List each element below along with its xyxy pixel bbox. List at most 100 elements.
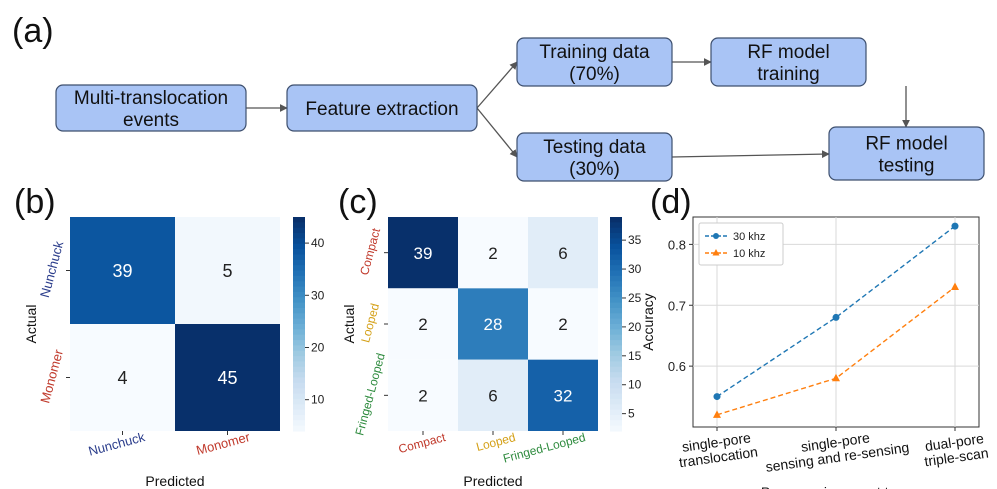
cell-value: 6 xyxy=(488,386,497,405)
colorbar-segment xyxy=(293,265,305,272)
colorbar-segment xyxy=(293,286,305,293)
colorbar-segment xyxy=(610,275,622,282)
panel-label-c: (c) xyxy=(338,183,378,221)
colorbar-segment xyxy=(610,329,622,336)
heatmap-cell xyxy=(528,288,598,360)
panel-label-a: (a) xyxy=(12,12,54,50)
heatmap-cell xyxy=(175,217,280,324)
colorbar-segment xyxy=(293,291,305,298)
colorbar-segment xyxy=(610,377,622,384)
colorbar-segment xyxy=(293,281,305,288)
colorbar-segment xyxy=(610,227,622,234)
data-point xyxy=(713,393,721,401)
flow-box-label: RF model xyxy=(747,42,829,63)
colorbar-segment xyxy=(293,329,305,336)
colorbar-segment xyxy=(610,414,622,421)
flowchart-arrows xyxy=(246,58,910,159)
colorbar-segment xyxy=(610,259,622,266)
flow-box-label: testing xyxy=(879,156,935,177)
colorbar-segment xyxy=(610,340,622,346)
colorbar-segment xyxy=(293,393,305,400)
colorbar-segment xyxy=(293,259,305,266)
flow-box-label: (70%) xyxy=(569,64,620,85)
colorbar-segment xyxy=(293,404,305,411)
colorbar-segment xyxy=(293,249,305,256)
cell-value: 39 xyxy=(112,261,132,281)
x-tick-label: Compact xyxy=(397,430,448,456)
cell-value: 2 xyxy=(418,386,427,405)
colorbar-segment xyxy=(610,382,622,389)
cell-value: 39 xyxy=(414,244,433,263)
colorbar-segment xyxy=(610,372,622,379)
colorbar-segment xyxy=(610,425,622,432)
colorbar-segment xyxy=(610,366,622,373)
legend-label: 30 khz xyxy=(733,231,765,243)
y-tick-label: Compact xyxy=(357,226,383,277)
flow-arrow xyxy=(476,61,518,109)
colorbar-segment xyxy=(610,297,622,304)
colorbar-segment xyxy=(293,243,305,250)
flow-box-multi xyxy=(55,84,247,132)
heatmap-cell xyxy=(70,324,175,431)
colorbar-segment xyxy=(293,350,305,357)
heatmap-cell xyxy=(528,359,598,431)
colorbar-segment xyxy=(293,254,305,261)
series-line xyxy=(716,225,956,398)
flow-box-label: Testing data xyxy=(543,137,646,158)
colorbar-segment xyxy=(293,318,305,325)
flow-box-label: Training data xyxy=(539,42,650,63)
colorbar-segment xyxy=(293,238,305,245)
heatmap-cell xyxy=(458,359,528,431)
colorbar-tick-label: 20 xyxy=(628,320,642,334)
colorbar-segment xyxy=(610,334,622,341)
data-point xyxy=(951,222,959,230)
colorbar-tick-label: 10 xyxy=(311,393,325,407)
colorbar-segment xyxy=(293,227,305,234)
cell-value: 5 xyxy=(222,261,232,281)
flow-box-rftest xyxy=(828,126,985,181)
colorbar-segment xyxy=(293,388,305,395)
colorbar-segment xyxy=(293,302,305,309)
legend-label: 10 khz xyxy=(733,248,765,260)
colorbar-segment xyxy=(293,313,305,320)
y-tick-label: 0.8 xyxy=(668,237,686,252)
flow-box-label: events xyxy=(123,110,179,131)
x-axis-title: Predicted xyxy=(463,473,522,489)
legend-box xyxy=(698,222,784,266)
colorbar-segment xyxy=(610,254,622,261)
colorbar-segment xyxy=(293,297,305,304)
colorbar-segment xyxy=(610,217,622,223)
colorbar-segment xyxy=(610,281,622,288)
cell-value: 2 xyxy=(418,315,427,334)
y-tick-label: 0.6 xyxy=(668,359,686,374)
colorbar-segment xyxy=(610,302,622,309)
colorbar-segment xyxy=(293,270,305,277)
colorbar-segment xyxy=(610,324,622,330)
colorbar-segment xyxy=(293,356,305,363)
colorbar-segment xyxy=(610,350,622,357)
colorbar-segment xyxy=(610,222,622,229)
colorbar-segment xyxy=(610,243,622,250)
flow-arrow xyxy=(476,107,518,158)
flow-box-label: Feature extraction xyxy=(305,99,458,120)
y-tick-label: Looped xyxy=(358,302,382,344)
data-point xyxy=(832,373,840,382)
colorbar-segment xyxy=(610,307,622,314)
colorbar-segment xyxy=(610,345,622,352)
heatmap-cell xyxy=(70,217,175,324)
colorbar-segment xyxy=(293,377,305,384)
colorbar-segment xyxy=(610,291,622,298)
colorbar-segment xyxy=(293,340,305,346)
colorbar-segment xyxy=(610,388,622,395)
y-axis-title: Actual xyxy=(341,305,357,344)
panel-label-d: (d) xyxy=(650,183,692,221)
flow-box-label: RF model xyxy=(865,134,947,155)
colorbar-segment xyxy=(610,233,622,239)
flow-box-feature xyxy=(286,84,478,132)
